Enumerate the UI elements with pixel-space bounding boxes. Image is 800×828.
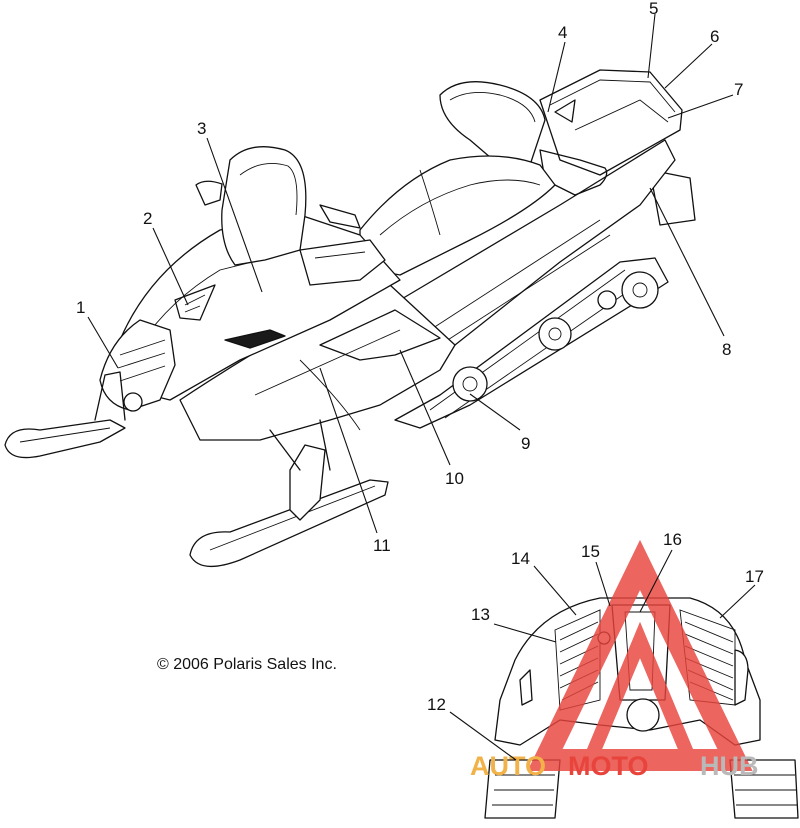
snowmobile-illustration (4, 69, 696, 567)
watermark-auto: AUTO (470, 751, 546, 781)
callout-11: 11 (373, 536, 391, 555)
callout-9: 9 (521, 434, 530, 453)
watermark-logo (527, 539, 753, 771)
callout-3: 3 (197, 119, 206, 138)
watermark-hub: HUB (700, 751, 759, 781)
callout-15: 15 (581, 542, 600, 561)
copyright-notice: © 2006 Polaris Sales Inc. (157, 656, 337, 673)
callout-8: 8 (722, 340, 731, 359)
callout-16: 16 (663, 530, 682, 549)
watermark-text: AUTO MOTO HUB (470, 751, 759, 781)
callout-14: 14 (511, 549, 530, 568)
callout-17: 17 (745, 567, 764, 586)
callout-5: 5 (649, 0, 658, 18)
callout-7: 7 (734, 80, 743, 99)
callout-13: 13 (471, 605, 490, 624)
leader-lines (87, 13, 756, 761)
callout-12: 12 (427, 695, 446, 714)
callout-1: 1 (76, 298, 85, 317)
watermark-moto: MOTO (568, 751, 649, 781)
callout-6: 6 (710, 27, 719, 46)
callout-labels: 1 2 3 4 5 6 7 8 9 10 11 12 13 14 15 16 1… (76, 0, 764, 714)
callout-10: 10 (445, 469, 464, 488)
callout-2: 2 (143, 209, 152, 228)
callout-4: 4 (558, 23, 567, 42)
